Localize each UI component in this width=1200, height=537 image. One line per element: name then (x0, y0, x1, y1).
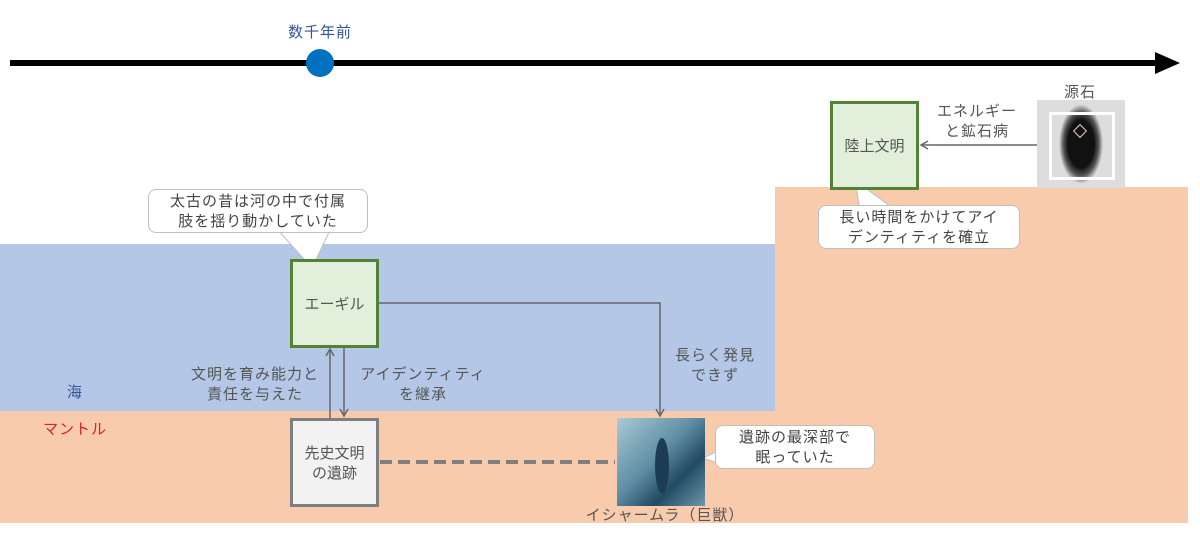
sea-region (0, 244, 775, 411)
callout-aegir-line1: 太古の昔は河の中で付属 (169, 192, 346, 210)
callout-land-line2: デンティティを確立 (847, 228, 991, 246)
callout-land-civ: 長い時間をかけてアイ デンティティを確立 (818, 205, 1020, 249)
edge-label-line: 長らく発見 (674, 346, 755, 364)
originium-image (1037, 100, 1125, 188)
ishar-mla-image (617, 418, 705, 506)
edge-label-line: 責任を与えた (206, 385, 303, 403)
node-aegir-label: エーギル (304, 294, 365, 313)
sea-label: 海 (66, 383, 83, 401)
timeline-marker (306, 49, 334, 77)
ishar-mla-label: イシャームラ（巨獣） (585, 506, 745, 524)
node-ruins: 先史文明 の遺跡 (290, 418, 379, 507)
edge-label-line: アイデンティティ (360, 365, 486, 383)
originium-frame (1049, 112, 1115, 180)
edge-label-line: できず (690, 366, 739, 384)
edge-label-originium-to-land: エネルギー と鉱石病 (922, 101, 1032, 141)
mantle-label: マントル (42, 420, 107, 438)
callout-aegir-line2: 肢を揺り動かしていた (178, 212, 338, 230)
ishar-mla-silhouette (655, 438, 669, 493)
callout-ishar-mla: 遺跡の最深部で 眠っていた (715, 425, 875, 469)
node-ruins-line2: の遺跡 (311, 463, 357, 482)
edge-label-line: 文明を育み能力と (190, 365, 319, 383)
callout-ishar-line1: 遺跡の最深部で (738, 428, 851, 446)
node-ruins-line1: 先史文明 (304, 443, 365, 462)
edge-label-line: エネルギー (936, 102, 1017, 120)
originium-label: 源石 (1063, 83, 1096, 101)
edge-label-aegir-to-ishar: 長らく発見 できず (660, 345, 770, 385)
node-land-civ-label: 陸上文明 (844, 136, 905, 155)
node-land-civ: 陸上文明 (830, 101, 919, 190)
mantle-region (0, 411, 1188, 523)
edge-label-aegir-to-ruins: アイデンティティ を継承 (348, 364, 498, 404)
edge-label-ruins-to-aegir: 文明を育み能力と 責任を与えた (180, 364, 330, 404)
timeline-arrowhead (1155, 52, 1180, 74)
callout-land-line1: 長い時間をかけてアイ (839, 208, 999, 226)
node-aegir: エーギル (290, 259, 379, 348)
callout-ishar-line2: 眠っていた (755, 448, 835, 466)
edge-label-line: と鉱石病 (944, 122, 1009, 140)
edge-label-line: を継承 (398, 385, 447, 403)
timeline-marker-label: 数千年前 (287, 23, 352, 41)
callout-aegir: 太古の昔は河の中で付属 肢を揺り動かしていた (148, 189, 368, 233)
edge-aegir-to-ishar (378, 302, 665, 418)
